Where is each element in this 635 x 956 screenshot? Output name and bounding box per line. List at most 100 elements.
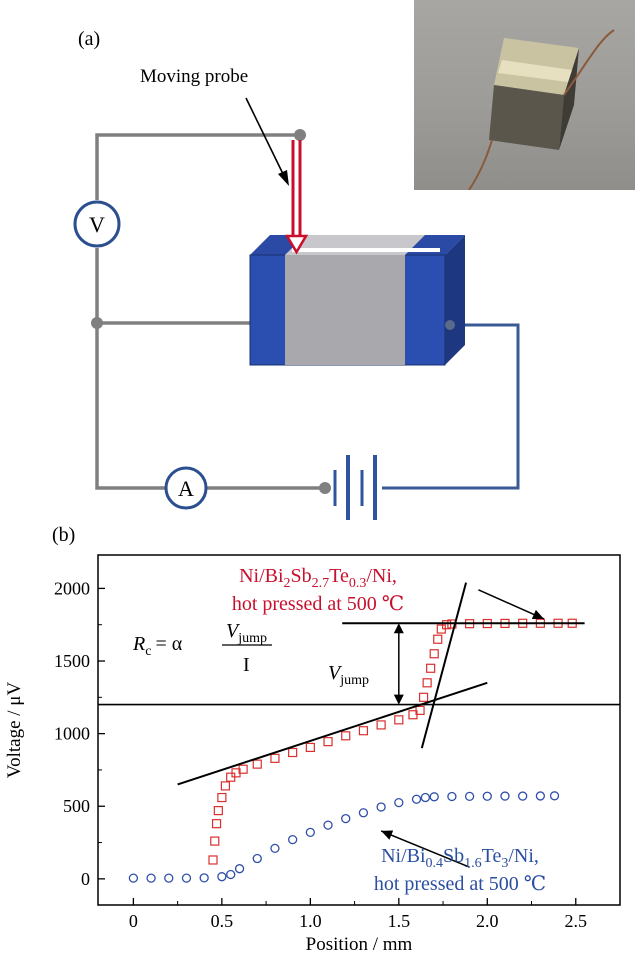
x-axis-label: Position / mm <box>306 934 413 955</box>
blue-series-point <box>252 853 262 864</box>
blue-series-point <box>199 873 209 883</box>
blue-series-point <box>305 827 315 838</box>
red-series-point <box>213 806 223 816</box>
fit-line <box>177 681 488 786</box>
blue-series-point <box>464 791 475 802</box>
plot-frame <box>97 554 621 906</box>
svg-text:I: I <box>243 654 250 676</box>
blue-series-point <box>447 791 457 802</box>
panel-a-label: (a) <box>78 28 101 50</box>
blue-series-point <box>164 873 174 883</box>
blue-series-point <box>518 791 528 801</box>
red-series-point <box>426 663 436 673</box>
red-series-point <box>288 747 298 758</box>
blue-series-point <box>226 869 236 880</box>
blue-series-point <box>420 792 431 803</box>
probe-pointer <box>245 97 286 179</box>
axis-ticks: 0 0.5 1.0 1.5 2.0 2.5 0 500 1000 1500 2000 <box>54 578 587 931</box>
node-left <box>91 317 103 329</box>
blue-series-point <box>270 843 280 854</box>
red-series-point <box>376 720 386 730</box>
panel-b-label: (b) <box>52 524 76 546</box>
red-series-point <box>238 764 248 774</box>
red-series-point <box>429 649 439 659</box>
blue-series-point <box>128 873 139 883</box>
blue-series-point <box>146 873 156 883</box>
red-series-point <box>422 678 432 688</box>
y-tick-label: 500 <box>63 796 90 816</box>
svg-text:Rc= α: Rc= α <box>132 633 183 659</box>
red-series-point <box>415 705 425 715</box>
sample-photo-drawing <box>468 29 615 190</box>
red-series-point <box>305 742 315 753</box>
circuit-diagram: V A Moving probe <box>73 66 520 520</box>
y-tick-label: 1500 <box>54 651 90 671</box>
v-jump-label: Vjump <box>328 662 369 688</box>
x-tick-label: 0.5 <box>211 911 234 931</box>
red-series-point <box>341 731 351 741</box>
blue-series-point <box>376 802 386 812</box>
fit-line <box>420 582 468 749</box>
voltmeter-symbol: V <box>89 212 105 237</box>
ammeter-icon <box>164 466 208 510</box>
x-tick-label: 1.0 <box>299 911 322 931</box>
red-series-point <box>220 781 231 791</box>
wire-top <box>95 133 300 200</box>
blue-series-point <box>323 820 333 830</box>
wire-right <box>382 323 520 490</box>
y-tick-label: 0 <box>81 869 90 889</box>
y-tick-label: 1000 <box>54 724 90 744</box>
blue-series-point <box>234 864 245 874</box>
battery-icon <box>333 455 377 520</box>
blue-series-point <box>429 792 439 802</box>
red-series-point <box>211 819 222 829</box>
blue-series-point <box>549 791 560 801</box>
x-tick-label: 0 <box>129 911 138 931</box>
red-series-point <box>433 634 443 644</box>
blue-series-point <box>217 872 227 882</box>
sample-photo <box>414 0 635 190</box>
red-series-point <box>270 753 280 763</box>
blue-series-label: Ni/Bi0.4Sb1.6Te3/Ni, <box>381 845 539 871</box>
voltmeter-icon <box>73 200 121 248</box>
blue-series-point <box>535 791 546 801</box>
module-icon <box>249 235 465 366</box>
red-series-point <box>418 692 429 702</box>
red-series-point <box>210 836 220 846</box>
v-jump-arrow-head-top <box>393 623 404 634</box>
red-series-point <box>323 737 333 747</box>
blue-series-point <box>358 808 369 818</box>
red-series-point <box>208 855 218 865</box>
red-series-point <box>252 759 262 769</box>
blue-series-point <box>181 873 192 883</box>
probe-icon <box>284 140 309 255</box>
x-tick-label: 2.5 <box>565 911 588 931</box>
node-top <box>294 129 306 141</box>
red-series-pointer-head <box>531 609 544 620</box>
blue-series-point <box>482 791 492 801</box>
contact-resistance-formula: Rc= α Vjump I <box>132 620 272 676</box>
y-tick-label: 2000 <box>54 578 90 598</box>
x-tick-label: 2.0 <box>476 911 499 931</box>
blue-series-point <box>341 813 351 824</box>
y-axis-label: Voltage / μV <box>4 682 25 779</box>
red-series-point <box>441 620 452 630</box>
x-tick-label: 1.5 <box>388 911 411 931</box>
svg-text:Vjump: Vjump <box>226 620 267 646</box>
blue-series-point <box>394 797 404 808</box>
ammeter-symbol: A <box>178 476 194 501</box>
red-series-label-line2: hot pressed at 500 ℃ <box>232 593 404 615</box>
blue-series-pointer <box>380 830 470 868</box>
blue-series-point <box>411 794 422 804</box>
red-series-point <box>358 726 369 736</box>
probe-pointer-head <box>278 170 289 186</box>
v-jump-arrow-head-bottom <box>393 694 404 705</box>
chart-marks <box>128 618 577 883</box>
chart-lines <box>98 582 620 868</box>
red-series-label: Ni/Bi2Sb2.7Te0.3/Ni, <box>239 565 397 591</box>
node-battery <box>319 482 331 494</box>
blue-series-pointer-head <box>381 830 394 840</box>
red-series-point <box>394 715 404 725</box>
red-series-pointer <box>478 589 545 620</box>
